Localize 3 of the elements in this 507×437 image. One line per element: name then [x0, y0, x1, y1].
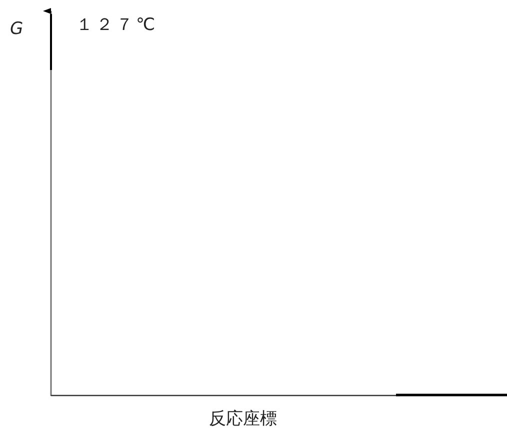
temperature-label: １２７℃ [76, 14, 158, 36]
axis-label: 反応座標 [209, 408, 277, 430]
axis-label: G [10, 19, 24, 39]
